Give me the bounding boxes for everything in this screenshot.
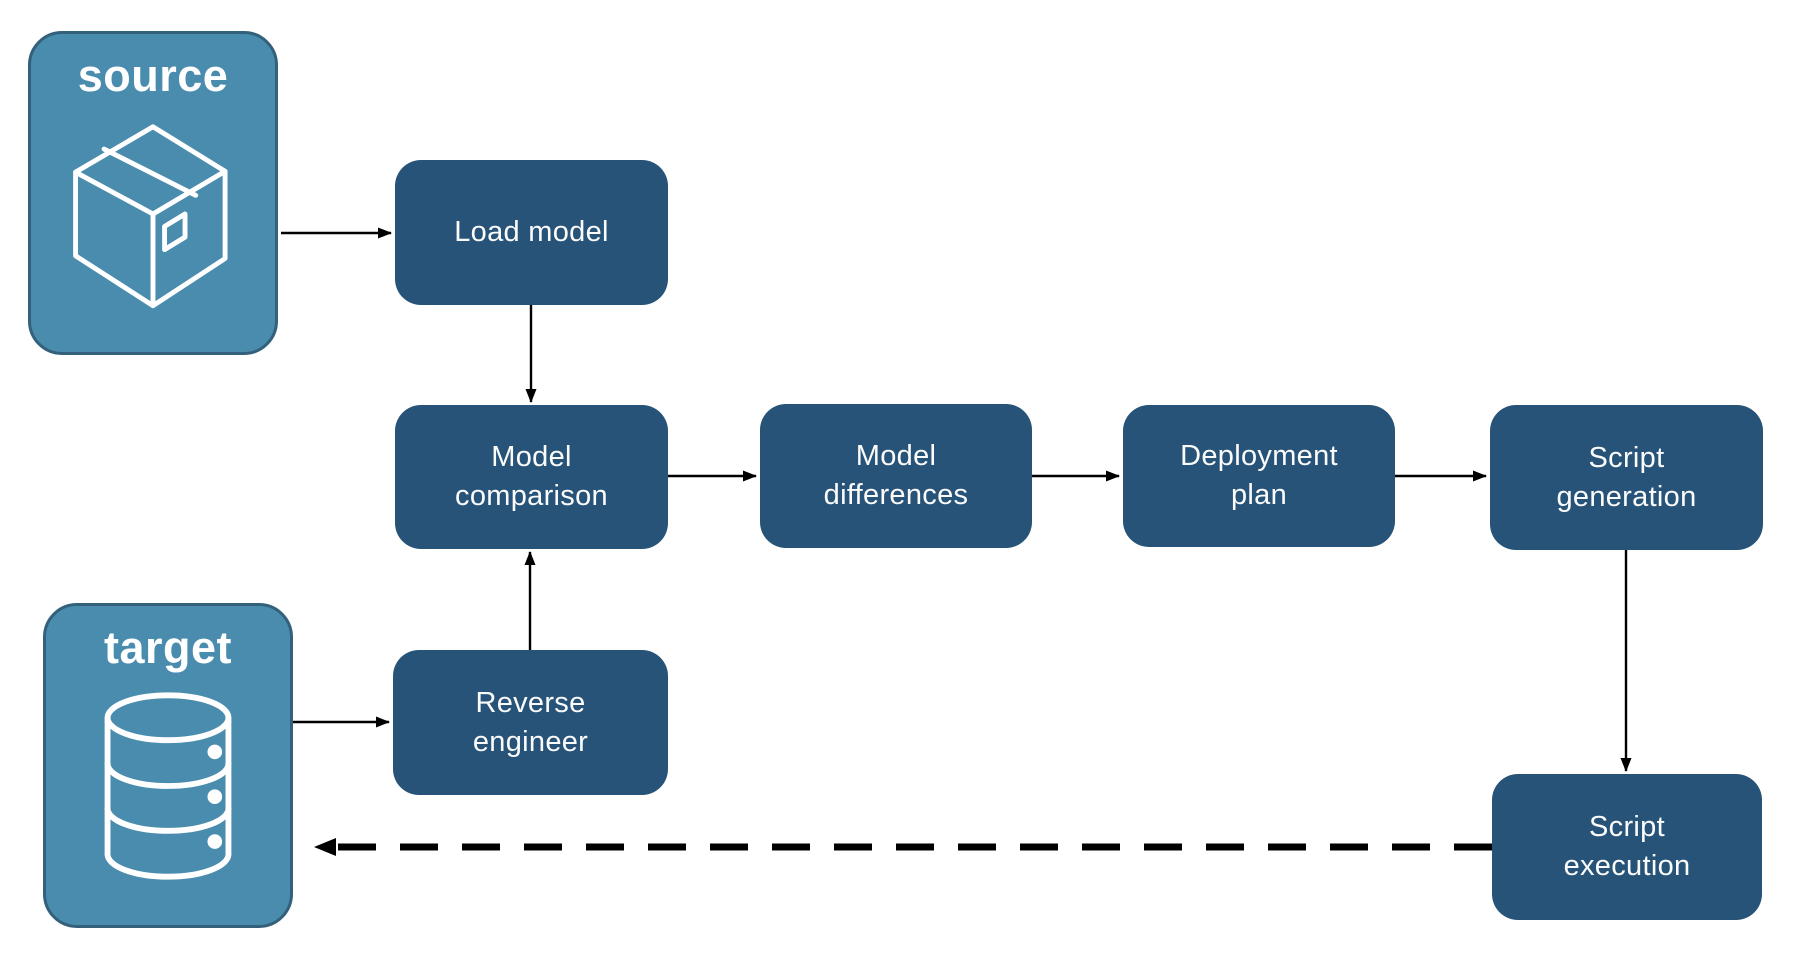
node-label: Load model xyxy=(454,216,609,248)
node-label: Reverse engineer xyxy=(472,686,589,758)
node-label: Model differences xyxy=(823,440,969,511)
node-deployment-plan: Deployment plan xyxy=(1123,405,1395,547)
database-icon xyxy=(104,692,232,880)
node-model-differences: Model differences xyxy=(760,404,1032,548)
node-script-execution: Script execution xyxy=(1492,774,1762,920)
node-script-generation: Script generation xyxy=(1490,405,1763,550)
node-label: Script generation xyxy=(1556,441,1697,513)
node-model-comparison: Model comparison xyxy=(395,405,668,549)
node-label: Model comparison xyxy=(455,441,608,512)
node-label: Script execution xyxy=(1563,811,1691,882)
package-icon xyxy=(73,124,228,309)
entity-target-label: target xyxy=(103,622,233,673)
entity-source: source xyxy=(28,31,278,355)
entity-target: target xyxy=(43,603,293,928)
node-load-model: Load model xyxy=(395,160,668,305)
node-reverse-engineer: Reverse engineer xyxy=(393,650,668,795)
node-label: Deployment plan xyxy=(1180,440,1338,511)
entity-source-label: source xyxy=(77,50,229,101)
